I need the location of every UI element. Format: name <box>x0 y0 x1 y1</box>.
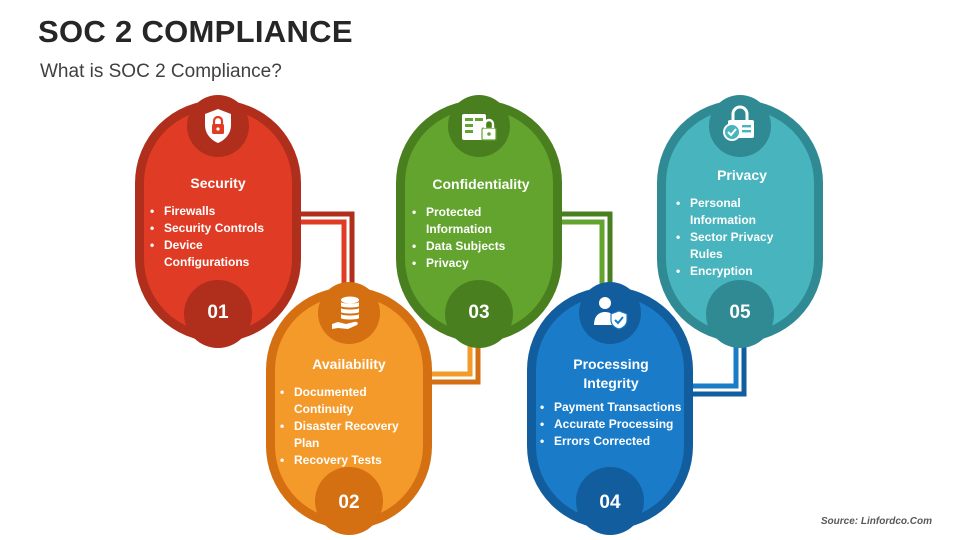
number-badge <box>706 280 774 348</box>
page-subtitle: What is SOC 2 Compliance? <box>40 61 282 82</box>
card-list: Protected Information Data Subjects Priv… <box>412 204 550 272</box>
number-badge <box>315 467 383 535</box>
step-number: 02 <box>338 492 360 513</box>
list-item: Accurate Processing <box>540 416 682 433</box>
card-title: Availability <box>312 356 386 372</box>
card-list: Payment Transactions Accurate Processing… <box>540 399 682 450</box>
padlock-check-icon <box>723 105 754 141</box>
shield-lock-icon <box>205 109 231 143</box>
step-number: 04 <box>599 492 621 513</box>
connector-03-04 <box>562 211 613 292</box>
number-badge <box>184 280 252 348</box>
number-badge <box>576 467 644 535</box>
document-lock-icon <box>462 114 497 141</box>
list-item: Sector Privacy Rules <box>676 229 808 263</box>
card-availability: Availability Documented Continuity Disas… <box>280 355 418 469</box>
card-title: Confidentiality <box>432 176 530 192</box>
list-item: Privacy <box>412 255 550 272</box>
list-item: Errors Corrected <box>540 433 682 450</box>
card-title: Privacy <box>717 167 767 183</box>
connector-01-02 <box>300 211 355 294</box>
database-hand-icon <box>332 296 359 329</box>
card-list: Personal Information Sector Privacy Rule… <box>676 195 808 280</box>
card-privacy: Privacy Personal Information Sector Priv… <box>676 166 808 280</box>
step-number: 05 <box>729 302 751 323</box>
list-item: Device Configurations <box>150 237 286 271</box>
card-confidentiality: Confidentiality Protected Information Da… <box>412 175 550 272</box>
list-item: Protected Information <box>412 204 550 238</box>
list-item: Personal Information <box>676 195 808 229</box>
list-item: Security Controls <box>150 220 286 237</box>
list-item: Firewalls <box>150 203 286 220</box>
number-badge <box>445 280 513 348</box>
card-list: Documented Continuity Disaster Recovery … <box>280 384 418 469</box>
card-title: Processing Integrity <box>573 356 649 391</box>
list-item: Documented Continuity <box>280 384 418 418</box>
step-number: 03 <box>468 302 490 323</box>
source-note: Source: Linfordco.Com <box>820 516 932 527</box>
connector-04-05 <box>692 336 747 397</box>
list-item: Payment Transactions <box>540 399 682 416</box>
step-number: 01 <box>207 302 229 323</box>
card-title: Security <box>190 175 246 191</box>
page-title: SOC 2 COMPLIANCE <box>38 14 353 49</box>
card-list: Firewalls Security Controls Device Confi… <box>150 203 286 271</box>
list-item: Disaster Recovery Plan <box>280 418 418 452</box>
card-processing-integrity: Processing Integrity Payment Transaction… <box>540 355 682 450</box>
card-security: Security Firewalls Security Controls Dev… <box>150 174 286 271</box>
list-item: Recovery Tests <box>280 452 418 469</box>
list-item: Data Subjects <box>412 238 550 255</box>
user-shield-icon <box>594 297 628 330</box>
list-item: Encryption <box>676 263 808 280</box>
